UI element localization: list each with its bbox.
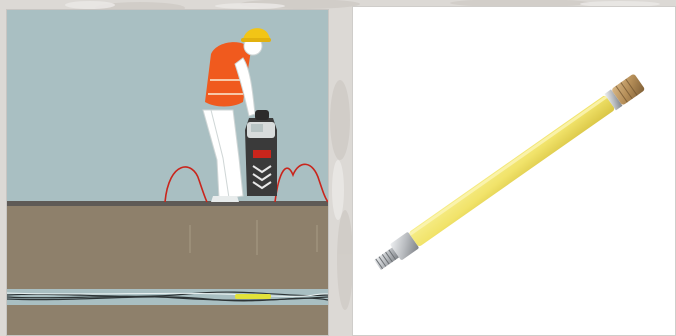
- sonde-rod-product-photo: [352, 6, 676, 336]
- illustration-svg: [7, 10, 328, 335]
- cable-locating-illustration: [6, 9, 329, 336]
- underground-cables: [7, 289, 328, 305]
- sonde-signal: [235, 294, 271, 299]
- rod-svg: [353, 7, 675, 335]
- cable-locator-device: [245, 110, 277, 196]
